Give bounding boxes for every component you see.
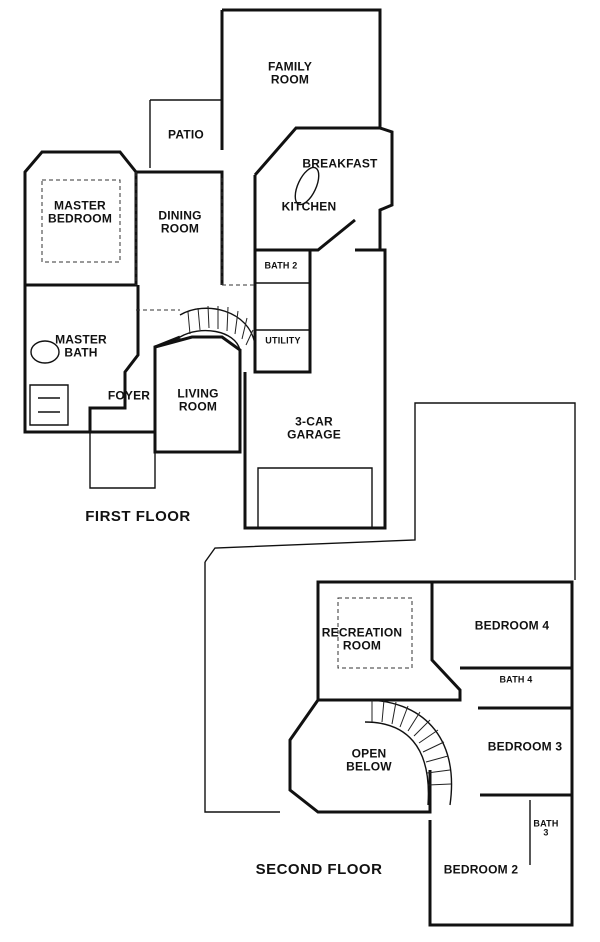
room-label-patio: PATIO	[168, 127, 204, 142]
room-label-bedroom-3: BEDROOM 3	[487, 739, 563, 754]
first-floor-walls	[23, 8, 394, 530]
room-label-dining-room: DINING ROOM	[158, 208, 202, 235]
second-floor-walls	[204, 402, 576, 927]
room-label-kitchen: KITCHEN	[281, 199, 337, 214]
room-label-bedroom-4: BEDROOM 4	[474, 618, 550, 633]
room-label-family-room: FAMILY ROOM	[267, 59, 313, 86]
room-label-recreation-room: RECREATION ROOM	[321, 625, 403, 652]
room-label-utility: UTILITY	[265, 335, 301, 346]
room-label-master-bedroom: MASTER BEDROOM	[47, 198, 113, 225]
room-label-bath-3: BATH 3	[533, 818, 559, 838]
room-label-living-room: LIVING ROOM	[177, 386, 219, 413]
floor-caption-second: SECOND FLOOR	[255, 861, 383, 879]
room-label-bath-4: BATH 4	[499, 674, 533, 685]
room-label-master-bath: MASTER BATH	[55, 332, 107, 359]
room-label-breakfast: BREAKFAST	[302, 156, 378, 171]
room-label-bedroom-2: BEDROOM 2	[443, 862, 519, 877]
room-label-garage: 3-CAR GARAGE	[287, 414, 341, 441]
floor-caption-first: FIRST FLOOR	[85, 508, 191, 526]
room-label-open-below: OPEN BELOW	[346, 746, 392, 773]
room-label-bath-2: BATH 2	[264, 260, 298, 271]
room-label-foyer: FOYER	[107, 388, 151, 403]
